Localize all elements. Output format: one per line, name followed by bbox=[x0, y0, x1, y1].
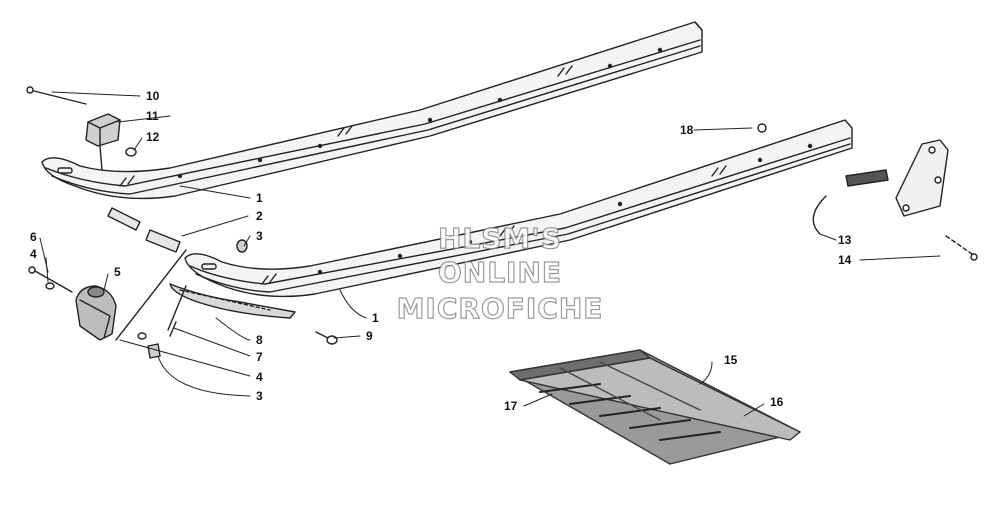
callout-8: 8 bbox=[256, 333, 263, 347]
callout-18: 18 bbox=[680, 123, 694, 137]
callout-6: 6 bbox=[30, 230, 37, 244]
track-assembly bbox=[509, 349, 801, 465]
callout-17: 17 bbox=[504, 399, 518, 413]
callout-4-upper: 4 bbox=[30, 247, 37, 261]
callout-1-lower: 1 bbox=[372, 311, 379, 325]
watermark-line-1: HLSM'S bbox=[437, 221, 563, 255]
callout-11: 11 bbox=[146, 109, 159, 123]
callout-16: 16 bbox=[770, 395, 784, 409]
callout-7: 7 bbox=[256, 350, 263, 364]
rail-cap-assembly bbox=[26, 86, 137, 171]
callout-9: 9 bbox=[366, 329, 373, 343]
callout-10: 10 bbox=[146, 89, 160, 103]
spacer-tubes bbox=[107, 207, 181, 253]
callout-14: 14 bbox=[838, 253, 852, 267]
callout-3-upper: 3 bbox=[256, 229, 263, 243]
rear-bracket bbox=[757, 123, 978, 261]
leader-lines bbox=[39, 91, 941, 417]
lower-slide-rail bbox=[184, 119, 853, 298]
front-bumper-block bbox=[28, 239, 338, 359]
watermark-line-3: MICROFICHE bbox=[396, 291, 604, 325]
callout-1-upper: 1 bbox=[256, 191, 263, 205]
callout-3-lower: 3 bbox=[256, 389, 263, 403]
callout-13: 13 bbox=[838, 233, 852, 247]
callout-5: 5 bbox=[114, 265, 121, 279]
callout-15: 15 bbox=[724, 353, 738, 367]
callout-4-lower: 4 bbox=[256, 370, 263, 384]
callout-12: 12 bbox=[146, 130, 160, 144]
callout-2: 2 bbox=[256, 209, 263, 223]
upper-slide-rail bbox=[41, 21, 703, 200]
watermark-line-2: ONLINE bbox=[437, 255, 563, 289]
